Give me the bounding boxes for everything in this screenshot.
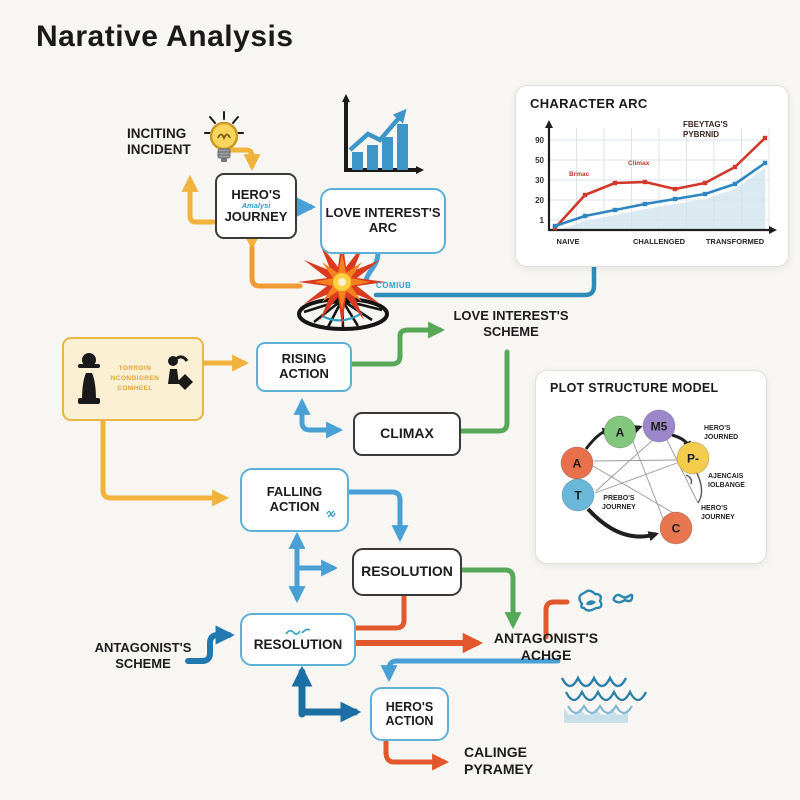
box-resolution-upper: RESOLUTION (352, 548, 462, 596)
label-antagonist-achge: ANTAGONIST'S ACHGE (493, 630, 599, 663)
plot-node-label: A (616, 426, 625, 440)
plot-node-a (603, 415, 637, 449)
plot-node-label: P- (687, 452, 699, 466)
plot-node-a (560, 446, 594, 480)
resolution-lower-text: RESOLUTION (253, 636, 343, 652)
arrow-bulb-to-journey (227, 147, 261, 172)
plot-label-1: HERO'S JOURNED (704, 425, 739, 442)
scribble-icon (326, 510, 336, 518)
label-antagonist-scheme: ANTAGONIST'S SCHEME (94, 640, 192, 671)
box-strategy: TORROIN NCONDIGREN COMHEEL (62, 337, 204, 421)
box-love-interest-arc: LOVE INTEREST'S ARC (320, 188, 446, 254)
plot-node-label: A (573, 457, 582, 471)
svg-text:20: 20 (535, 196, 544, 205)
character-arc-title: CHARACTER ARC (530, 96, 648, 111)
line-resolution-to-resolution (350, 594, 407, 631)
arrow-heros-action-to-calinge (383, 737, 450, 771)
plot-label-2: AJENCAIS IOLBANGE (708, 473, 745, 490)
svg-text:TRANSFORMED: TRANSFORMED (706, 237, 765, 246)
arrow-rising-to-scheme (347, 321, 446, 367)
strategy-line-2: NCONDIGREN (110, 375, 160, 383)
svg-text:NAIVE: NAIVE (557, 237, 580, 246)
label-inciting-incident: INCITING INCIDENT (127, 126, 191, 158)
line-journey-to-explosion (249, 245, 303, 289)
box-climax: CLIMAX (353, 412, 461, 456)
arrow-to-climax (299, 413, 344, 439)
label-coming: COMIUB (376, 281, 412, 290)
strategy-line-1: TORROIN (118, 365, 152, 373)
arrow-journey-to-incident (181, 174, 216, 225)
plot-node-label: C (672, 522, 681, 536)
box-rising-action: RISING ACTION (256, 342, 352, 392)
svg-text:50: 50 (535, 156, 544, 165)
arrow-scheme-to-resolution (185, 625, 235, 664)
label-love-interest-scheme: LOVE INTEREST'S SCHEME (453, 308, 569, 339)
chess-pieces-icon (168, 355, 194, 390)
chart-legend: FBEYTAG'S PYBRNID (683, 120, 728, 139)
svg-text:1: 1 (540, 216, 545, 225)
chart-annotation-2: Climax (628, 160, 650, 167)
plot-node-label: T (574, 489, 582, 503)
box-heros-action: HERO'S ACTION (370, 687, 449, 741)
plot-node-p- (676, 441, 710, 475)
arrow-strategy-to-falling (100, 406, 230, 507)
strategy-text: TORROIN NCONDIGREN COMHEEL (111, 364, 159, 393)
lightbulb-icon (204, 111, 244, 162)
chart-annotation-1: Brmac (569, 171, 590, 178)
scribble-icon (285, 628, 311, 635)
line-coming-to-chart (373, 261, 597, 298)
plot-node-t (561, 478, 595, 512)
page-title: Narative Analysis (36, 20, 294, 53)
plot-node-label: M5 (651, 420, 668, 434)
growth-chart-icon (342, 94, 424, 174)
label-calinge-pyramey: CALINGE PYRAMEY (464, 744, 534, 777)
arrow-achge-to-heros-action (380, 658, 561, 683)
arrow-falling-to-resolution (345, 489, 409, 543)
explosion-icon (297, 238, 389, 331)
heros-journey-top: HERO'S (231, 186, 281, 202)
svg-text:30: 30 (535, 176, 544, 185)
heros-journey-scribble-text: Amalysi (241, 201, 271, 211)
box-falling-action: FALLING ACTION (240, 468, 349, 532)
bracket-orange-icon (543, 599, 570, 640)
box-resolution-lower: RESOLUTION (240, 613, 356, 666)
strategy-line-3: COMHEEL (117, 384, 153, 392)
box-heros-journey: HERO'S Amalysi JOURNEY (215, 173, 297, 239)
plot-label-3: HERO'S JOURNEY (701, 505, 735, 522)
plot-center-label: PREBO'S JOURNEY (602, 495, 636, 512)
falling-action-text: FALLING ACTION (266, 484, 323, 514)
plot-node-m5 (642, 409, 676, 443)
arrow-resolution-to-achge (456, 567, 522, 630)
heros-journey-bottom: JOURNEY (224, 208, 288, 224)
svg-text:CHALLENGED: CHALLENGED (633, 237, 686, 246)
chess-pawn-icon (77, 353, 100, 404)
plot-structure-title: PLOT STRUCTURE MODEL (550, 381, 719, 395)
line-arc-to-explosion (363, 249, 381, 283)
waves-icon (560, 675, 648, 723)
svg-text:90: 90 (535, 136, 544, 145)
plot-node-c (659, 511, 693, 545)
squiggle-blobs-icon (578, 589, 634, 612)
line-climax-to-scheme (458, 349, 510, 434)
